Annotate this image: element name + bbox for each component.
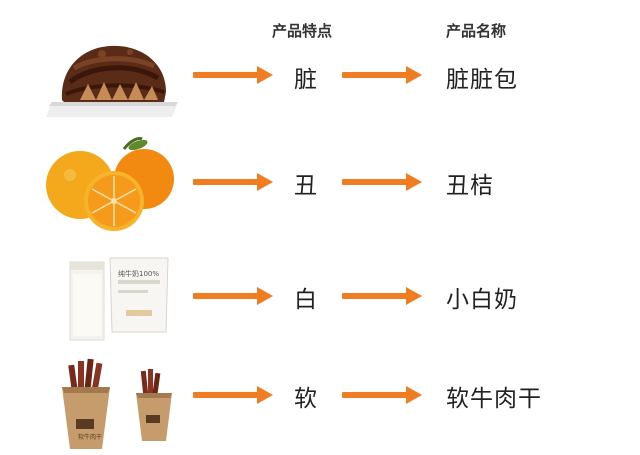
- arrow-to-name: [342, 173, 422, 191]
- product-row-soft-beef-jerky: 软牛肉干 软 软牛肉干: [0, 355, 640, 455]
- arrow-to-name: [342, 386, 422, 404]
- milk-carton-image: 纯牛奶100%: [40, 250, 180, 350]
- arrow-to-feature: [193, 287, 273, 305]
- beef-jerky-cups-image: 软牛肉干: [40, 355, 180, 455]
- product-row-white-milk: 纯牛奶100% 白 小白奶: [0, 250, 640, 350]
- arrow-to-name: [342, 287, 422, 305]
- chocolate-bread-image: [40, 22, 180, 122]
- product-name: 丑桔: [446, 166, 494, 200]
- arrow-to-feature: [193, 386, 273, 404]
- product-feature: 脏: [294, 60, 317, 94]
- product-feature: 软: [294, 379, 317, 413]
- ugly-orange-image: [40, 135, 180, 235]
- product-name: 软牛肉干: [446, 379, 542, 413]
- product-feature: 丑: [294, 166, 317, 200]
- product-feature: 白: [294, 280, 317, 314]
- product-row-dirty-bun: 脏 脏脏包: [0, 22, 640, 122]
- product-row-ugly-orange: 丑 丑桔: [0, 135, 640, 235]
- arrow-to-feature: [193, 173, 273, 191]
- product-name: 脏脏包: [446, 60, 518, 94]
- milk-pouch-label: 纯牛奶100%: [118, 269, 159, 278]
- arrow-to-name: [342, 66, 422, 84]
- arrow-to-feature: [193, 66, 273, 84]
- product-name: 小白奶: [446, 280, 518, 314]
- jerky-cup-label: 软牛肉干: [78, 433, 102, 441]
